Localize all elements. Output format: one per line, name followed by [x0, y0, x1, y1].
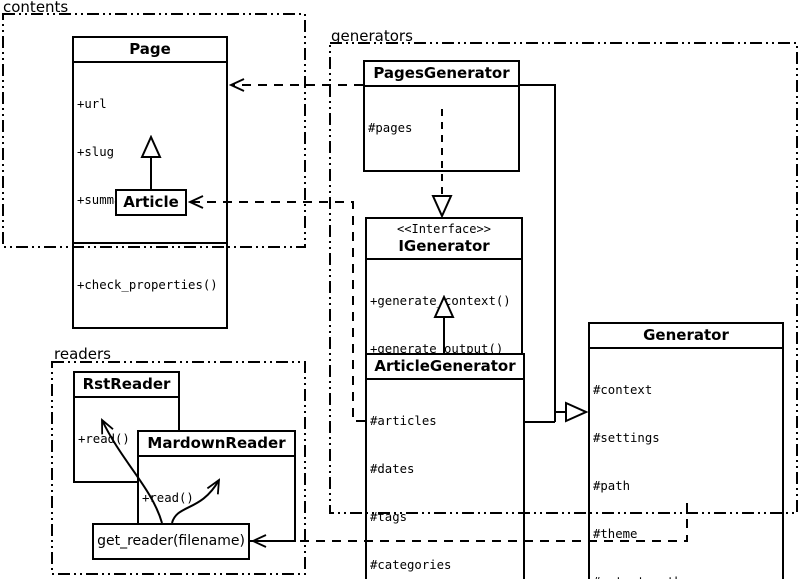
- class-article-title: Article: [123, 193, 179, 211]
- attribute: #context: [593, 383, 653, 397]
- attribute: +url: [77, 97, 107, 111]
- class-generator-attributes: #context #settings #path #theme #output_…: [590, 347, 782, 579]
- function-get-reader: get_reader(filename): [92, 523, 250, 560]
- attribute: +slug: [77, 145, 115, 159]
- class-article-generator: ArticleGenerator #articles #dates #tags …: [365, 353, 525, 579]
- method: +check_properties(): [77, 278, 218, 292]
- class-generator-title: Generator: [643, 326, 729, 344]
- attribute: #theme: [593, 527, 638, 541]
- inheritance-merge-to-generator: [554, 412, 586, 422]
- class-page-methods: +check_properties(): [74, 242, 226, 327]
- inheritance-pagesgenerator-to-generator: [520, 84, 556, 422]
- attribute: #settings: [593, 431, 660, 445]
- class-rst-reader-title: RstReader: [82, 375, 171, 393]
- class-pages-generator-title: PagesGenerator: [373, 64, 510, 82]
- interface-stereotype: <<Interface>>: [397, 222, 491, 236]
- class-page: Page +url +slug +summary +check_properti…: [72, 36, 228, 329]
- class-page-title: Page: [129, 40, 171, 58]
- attribute: #categories: [370, 558, 452, 572]
- attribute: #output_path: [593, 574, 779, 579]
- attribute: #tags: [370, 510, 408, 524]
- method: +generate_context(): [370, 294, 511, 308]
- attribute: #articles: [370, 414, 437, 428]
- class-article: Article: [115, 189, 187, 216]
- class-mardown-reader-title: MardownReader: [147, 434, 286, 452]
- package-label-readers: readers: [54, 345, 111, 363]
- class-pages-generator-attributes: #pages: [365, 85, 518, 170]
- class-igenerator-header: <<Interface>> IGenerator: [367, 219, 521, 258]
- class-igenerator-title: IGenerator: [398, 237, 490, 255]
- package-label-generators: generators: [331, 27, 413, 45]
- class-article-generator-title: ArticleGenerator: [374, 357, 516, 375]
- package-label-contents: contents: [3, 0, 69, 16]
- class-pages-generator: PagesGenerator #pages: [363, 60, 520, 172]
- attribute: #dates: [370, 462, 415, 476]
- class-generator: Generator #context #settings #path #them…: [588, 322, 784, 579]
- method: +read(): [142, 491, 194, 505]
- attribute: #pages: [368, 121, 413, 135]
- class-article-generator-attributes: #articles #dates #tags #categories: [367, 378, 523, 579]
- attribute: #path: [593, 479, 631, 493]
